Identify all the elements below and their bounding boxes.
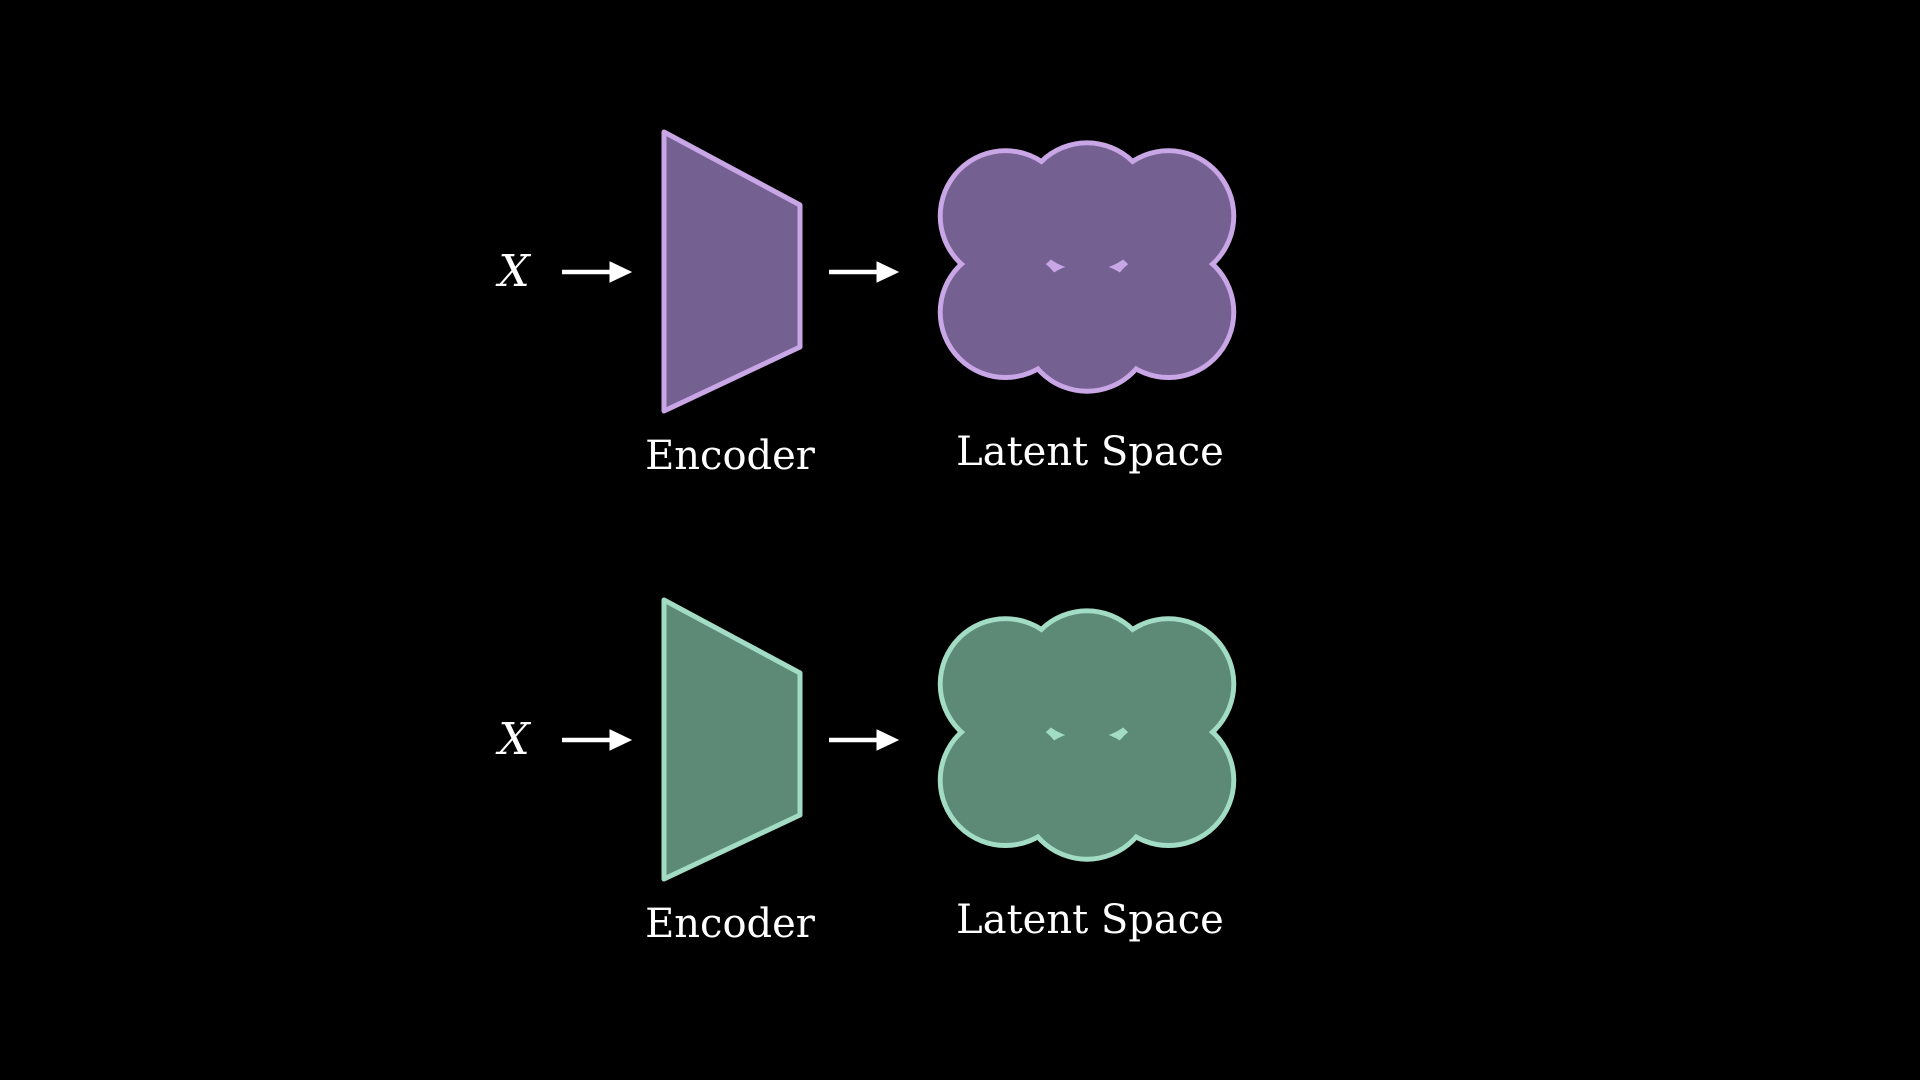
latent-space-cloud: [937, 140, 1237, 394]
latent-space-label: Latent Space: [956, 897, 1224, 943]
encoder-label: Encoder: [645, 433, 815, 479]
input-x-label: X: [498, 714, 530, 765]
latent-space-cloud: [937, 608, 1237, 862]
latent-space-label: Latent Space: [956, 429, 1224, 475]
encoder-label: Encoder: [645, 901, 815, 947]
input-x-label: X: [498, 246, 530, 297]
encoder-trapezoid: [661, 597, 803, 882]
right-arrow-icon: [829, 261, 900, 283]
right-arrow-icon: [829, 729, 900, 751]
right-arrow-icon: [562, 261, 633, 283]
encoder-trapezoid: [661, 129, 803, 414]
right-arrow-icon: [562, 729, 633, 751]
